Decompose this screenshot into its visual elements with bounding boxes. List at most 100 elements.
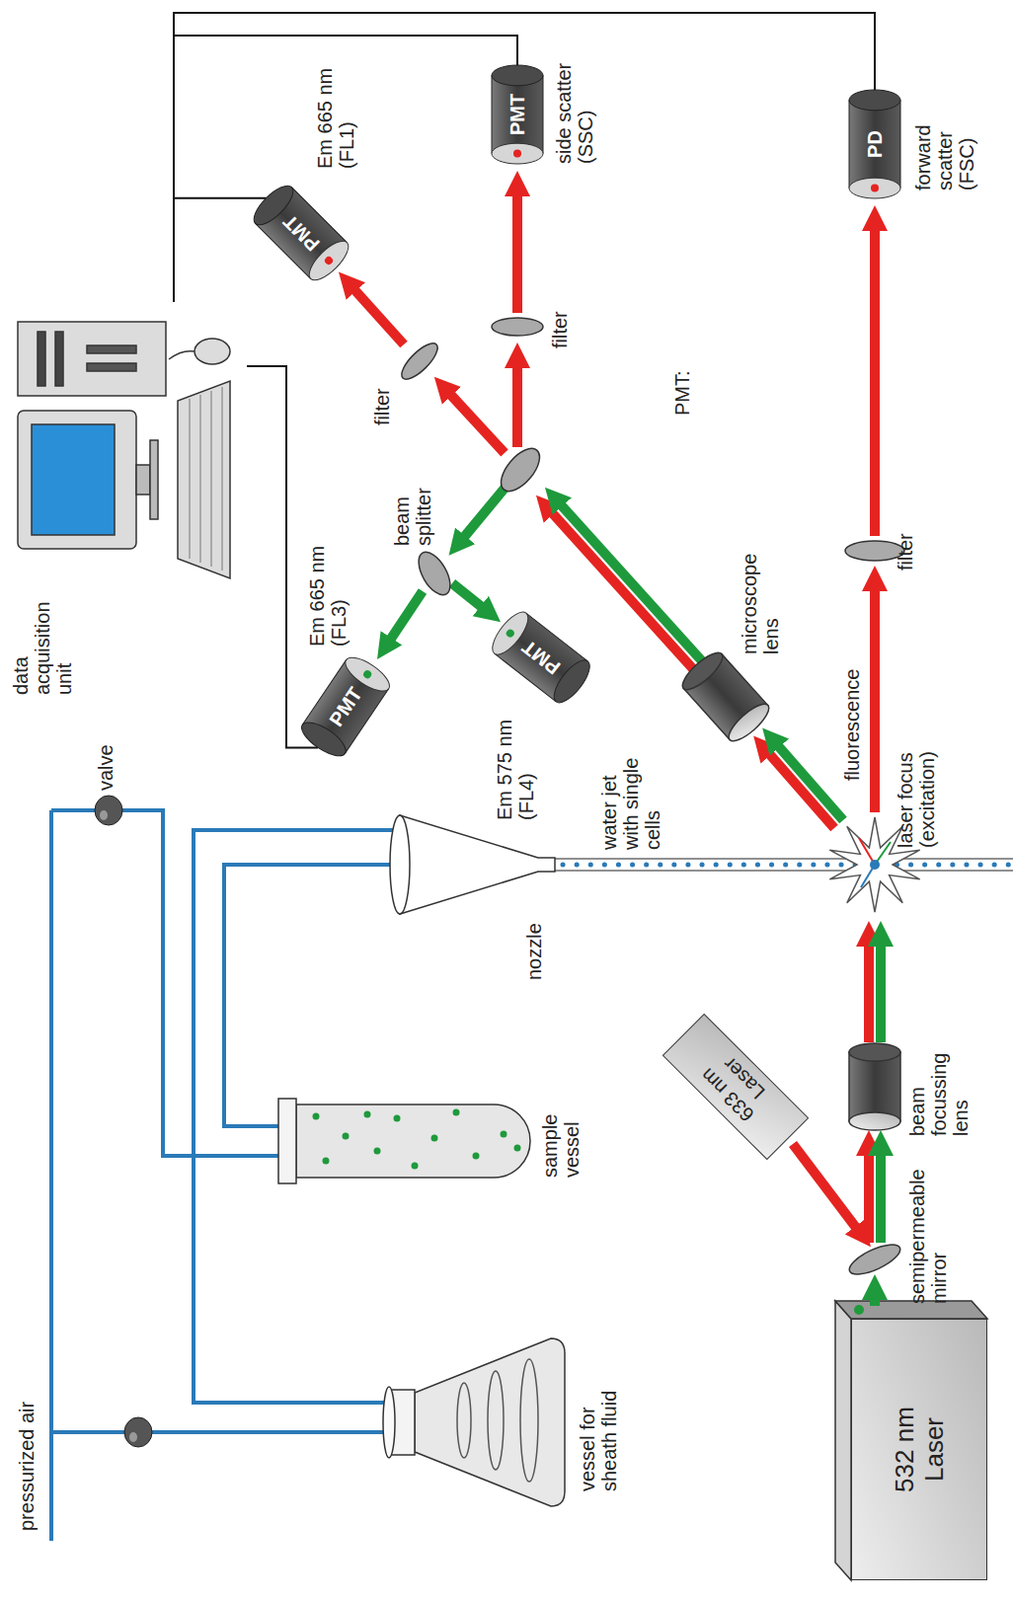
laser-housing <box>854 1305 864 1316</box>
sheath-fluid-flask <box>383 1387 395 1459</box>
sample-tube <box>374 1148 382 1156</box>
optics <box>412 546 458 601</box>
detector-shape <box>513 150 522 158</box>
part-label: filter <box>371 371 393 426</box>
optics <box>491 317 544 336</box>
computer-icon <box>200 394 202 563</box>
signal-wire <box>173 35 518 303</box>
data-acquisition-unit: data acquisition unit <box>7 302 247 698</box>
part-label: nozzle <box>523 911 546 981</box>
part-label: filter <box>894 511 917 571</box>
part-label: microscope lens <box>738 541 782 655</box>
optics <box>493 442 546 499</box>
part-label: fluorescence <box>841 652 863 781</box>
detector-shape <box>543 75 545 154</box>
part-label: water jet with single cells <box>598 736 664 851</box>
photomultiplier: PMT <box>491 65 544 164</box>
light-beams <box>547 508 696 672</box>
water-jet <box>554 858 1013 871</box>
sheath-fluid-flask <box>457 1359 539 1482</box>
air-tubing <box>51 1430 393 1435</box>
detector-shape <box>491 143 544 164</box>
part-label: vessel for sheath fluid <box>576 1363 621 1492</box>
laser-box: 633 nmLaser <box>662 1013 809 1161</box>
sample-tube <box>500 1131 508 1139</box>
computer-icon <box>17 321 231 579</box>
nozzle-funnel <box>399 815 555 915</box>
computer-icon <box>211 390 213 567</box>
part-label: sample vessel <box>539 1089 583 1178</box>
sample-tube <box>312 1109 522 1170</box>
optics <box>849 1043 901 1131</box>
photomultiplier: PMT <box>486 607 597 709</box>
valve-symbol <box>129 1432 138 1443</box>
optics <box>849 1052 901 1122</box>
detector-shape <box>491 75 544 154</box>
light-beams <box>512 188 523 313</box>
optics <box>849 1112 901 1131</box>
detector-shape <box>491 75 493 154</box>
computer-icon <box>31 424 115 536</box>
detector-shape <box>491 65 544 86</box>
light-beams <box>875 1148 886 1244</box>
device-label: PMT <box>506 93 530 136</box>
sample-tube <box>393 1115 401 1123</box>
computer-icon <box>86 363 137 372</box>
nozzle-funnel <box>389 815 410 915</box>
light-beams <box>446 389 505 454</box>
computer-icon <box>17 410 137 549</box>
sample-tube <box>322 1158 330 1166</box>
sample-tube <box>411 1163 419 1170</box>
part-label: pressurized air <box>15 1333 38 1532</box>
computer-icon <box>150 440 158 520</box>
optics <box>849 1043 901 1062</box>
computer-icon <box>17 321 166 396</box>
optics <box>396 338 444 386</box>
device-label: Laser <box>919 1417 949 1482</box>
light-beams <box>350 188 881 1307</box>
light-beams <box>774 741 844 821</box>
part-label: beam splitter <box>390 467 435 546</box>
light-beams <box>863 938 874 1043</box>
laser-box: 532 nmLaser <box>851 1319 988 1581</box>
part-label: semipermeable mirror <box>906 1156 950 1305</box>
part-label: side scatter (SSC) <box>552 50 597 164</box>
photodiode: PD <box>849 89 901 199</box>
sample-tube <box>296 1104 531 1178</box>
sheath-fluid-flask <box>457 1383 471 1459</box>
computer-icon <box>194 338 231 365</box>
light-beams <box>460 484 508 543</box>
sheath-fluid-flask <box>383 1338 565 1507</box>
detector-shape <box>870 184 879 193</box>
light-beams <box>556 500 704 664</box>
light-beams <box>875 938 886 1043</box>
sheath-fluid-flask <box>487 1371 504 1471</box>
detector-shape <box>849 89 901 111</box>
sample-tube <box>278 1098 297 1184</box>
water-jet <box>562 862 1013 868</box>
sample-tube <box>431 1135 439 1143</box>
air-tubing <box>51 810 289 1157</box>
light-beams <box>863 1148 874 1244</box>
computer-icon <box>55 331 64 387</box>
valve-symbol <box>124 1417 153 1448</box>
part-label: valve <box>94 731 117 791</box>
light-beams <box>869 223 880 537</box>
detector-shape <box>362 669 374 681</box>
sample-tube <box>453 1109 461 1117</box>
photomultiplier: PMT <box>247 179 354 286</box>
nozzle-funnel <box>389 815 555 915</box>
computer-icon <box>177 381 231 579</box>
unit-label: data acquisition unit <box>9 591 76 696</box>
air-tubing <box>193 830 534 1403</box>
valve-symbol <box>94 795 153 1448</box>
detector-shape <box>849 177 901 199</box>
light-beams <box>512 360 523 448</box>
computer-icon <box>222 387 224 571</box>
device-label: PD <box>863 130 887 158</box>
sample-tube <box>278 1098 531 1184</box>
light-beams <box>765 749 835 829</box>
sample-tube <box>364 1111 372 1119</box>
optics <box>677 647 775 747</box>
air-tubing <box>224 864 486 1127</box>
